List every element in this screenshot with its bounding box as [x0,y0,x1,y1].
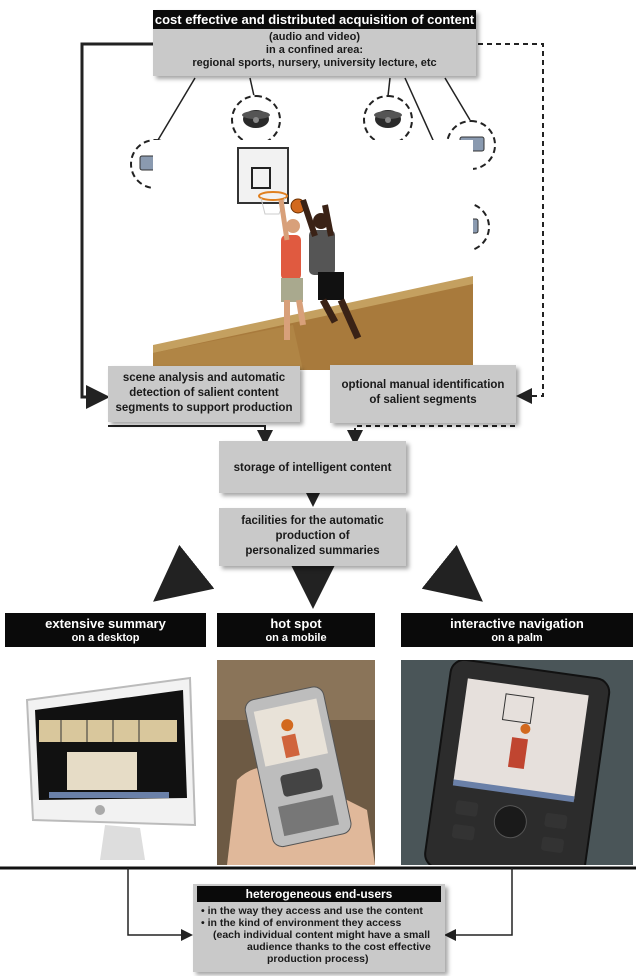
scene-line-2: detection of salient content [129,387,279,399]
pda-device-image [401,660,633,865]
basketball-scene-image [153,140,473,370]
output-mobile-subtitle: on a mobile [217,632,375,647]
acquisition-title: cost effective and distributed acquisiti… [153,10,476,29]
manual-line-1: optional manual identification [341,379,505,391]
end-users-bullet-1: • in the way they access and use the con… [201,905,423,917]
storage-label: storage of intelligent content [233,462,392,474]
end-users-box: heterogeneous end-users • in the way the… [193,884,445,972]
mobile-phone-image [217,660,375,865]
scene-analysis-box: scene analysis and automatic detection o… [108,366,300,422]
acquisition-box: cost effective and distributed acquisiti… [153,10,476,76]
output-header-desktop: extensive summary on a desktop [5,613,206,647]
output-palm-title: interactive navigation [401,613,633,632]
acquisition-line-3: regional sports, nursery, university lec… [192,57,437,69]
scene-line-1: scene analysis and automatic [122,372,286,384]
manual-identification-box: optional manual identification of salien… [330,365,516,423]
output-mobile-title: hot spot [217,613,375,632]
acquisition-line-1: (audio and video) [268,31,361,43]
output-desktop-subtitle: on a desktop [5,632,206,647]
desktop-computer-image [5,660,205,865]
end-users-bullet-2: • in the kind of environment they access [201,917,402,929]
scene-line-3: segments to support production [115,402,293,414]
facilities-line-1: facilities for the automatic [241,515,384,527]
end-users-note-3: production process) [267,953,369,965]
end-users-title: heterogeneous end-users [197,886,441,902]
facilities-box: facilities for the automatic production … [219,508,406,566]
storage-box: storage of intelligent content [219,441,406,493]
output-header-palm: interactive navigation on a palm [401,613,633,647]
dome-camera-left-icon [231,95,281,145]
manual-line-2: of salient segments [369,394,477,406]
output-desktop-title: extensive summary [5,613,206,632]
output-palm-subtitle: on a palm [401,632,633,647]
end-users-note-2: audience thanks to the cost effective [247,941,431,953]
end-users-note-1: (each individual content might have a sm… [213,929,431,941]
dome-camera-right-icon [363,95,413,145]
facilities-line-2: production of [275,530,350,542]
line-acquisition-to-scene [80,42,153,409]
output-header-mobile: hot spot on a mobile [217,613,375,647]
acquisition-line-2: in a confined area: [265,44,364,56]
facilities-line-3: personalized summaries [245,545,380,557]
